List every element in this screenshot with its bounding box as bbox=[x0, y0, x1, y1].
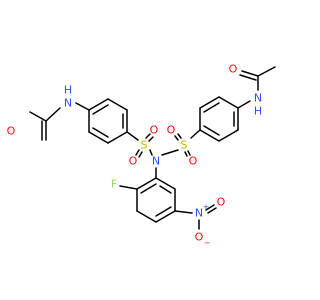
bond-14 bbox=[126, 131, 139, 141]
bond-47 bbox=[140, 183, 157, 194]
bond-31 bbox=[199, 129, 220, 142]
nitro-oxygen-top: O bbox=[217, 196, 226, 209]
bond-13 bbox=[92, 127, 109, 138]
bond-44 bbox=[155, 210, 176, 223]
bond-30 bbox=[218, 129, 239, 142]
bond-5 bbox=[88, 98, 109, 111]
atom-labels: O N H S O O N S O O O N H F N + O O − bbox=[7, 63, 262, 248]
bond-34 bbox=[203, 125, 220, 136]
bond-49 bbox=[159, 185, 172, 194]
nitro-nitrogen-charge: + bbox=[203, 203, 210, 212]
sulfur-right: S bbox=[181, 139, 188, 152]
bond-3 bbox=[45, 107, 61, 122]
bond-11 bbox=[92, 104, 109, 115]
amide-hydrogen-right: H bbox=[254, 105, 262, 118]
bond-16 bbox=[148, 136, 154, 142]
bond-32 bbox=[203, 102, 220, 113]
sulfonyl-oxygen-right-down: O bbox=[189, 155, 198, 168]
sulfonyl-oxygen-left-up: O bbox=[150, 124, 159, 137]
amide-nitrogen-left: N bbox=[64, 97, 72, 110]
bond-39 bbox=[257, 66, 276, 77]
bond-46 bbox=[155, 177, 176, 190]
bond-22 bbox=[177, 133, 182, 139]
bond-20 bbox=[161, 149, 179, 156]
bond-27 bbox=[199, 96, 220, 109]
bond-4 bbox=[75, 102, 90, 111]
bond-50 bbox=[119, 185, 138, 190]
bond-9 bbox=[88, 131, 109, 144]
sulfur-left: S bbox=[141, 139, 148, 152]
bond-lines bbox=[29, 66, 276, 230]
nitro-nitrogen: N bbox=[195, 207, 203, 220]
sulfonyl-oxygen-right-up: O bbox=[167, 124, 176, 137]
bond-18 bbox=[138, 151, 143, 158]
bond-21 bbox=[174, 135, 179, 141]
bond-28 bbox=[218, 96, 239, 109]
acetyl-oxygen-right: O bbox=[229, 63, 238, 76]
amide-nitrogen-right: N bbox=[254, 92, 262, 105]
acetyl-oxygen-left: O bbox=[7, 125, 16, 138]
amide-hydrogen-left: H bbox=[64, 84, 72, 97]
nitro-oxygen-charge: − bbox=[204, 239, 211, 248]
bond-52 bbox=[205, 204, 215, 211]
bond-19 bbox=[149, 149, 153, 156]
bond-41 bbox=[136, 177, 157, 190]
bond-53 bbox=[207, 207, 217, 214]
bond-15 bbox=[145, 133, 151, 139]
bond-23 bbox=[187, 150, 191, 156]
bond-37 bbox=[241, 70, 259, 77]
sulfonamide-nitrogen: N bbox=[152, 155, 160, 168]
nitro-oxygen-bottom: O bbox=[195, 231, 204, 244]
bond-43 bbox=[136, 210, 157, 223]
bond-25 bbox=[190, 129, 201, 139]
fluorine-atom: F bbox=[111, 178, 117, 191]
bond-24 bbox=[184, 151, 188, 157]
bond-0 bbox=[29, 111, 47, 122]
bond-8 bbox=[107, 131, 128, 144]
bond-38 bbox=[239, 74, 257, 81]
bond-6 bbox=[107, 98, 128, 111]
bond-17 bbox=[135, 149, 140, 156]
molecule-structure: O N H S O O N S O O O N H F N + O O − bbox=[7, 63, 276, 248]
bond-48 bbox=[155, 206, 172, 217]
bond-35 bbox=[237, 100, 251, 109]
sulfonyl-oxygen-left-down: O bbox=[129, 155, 138, 168]
bond-51 bbox=[174, 210, 193, 214]
